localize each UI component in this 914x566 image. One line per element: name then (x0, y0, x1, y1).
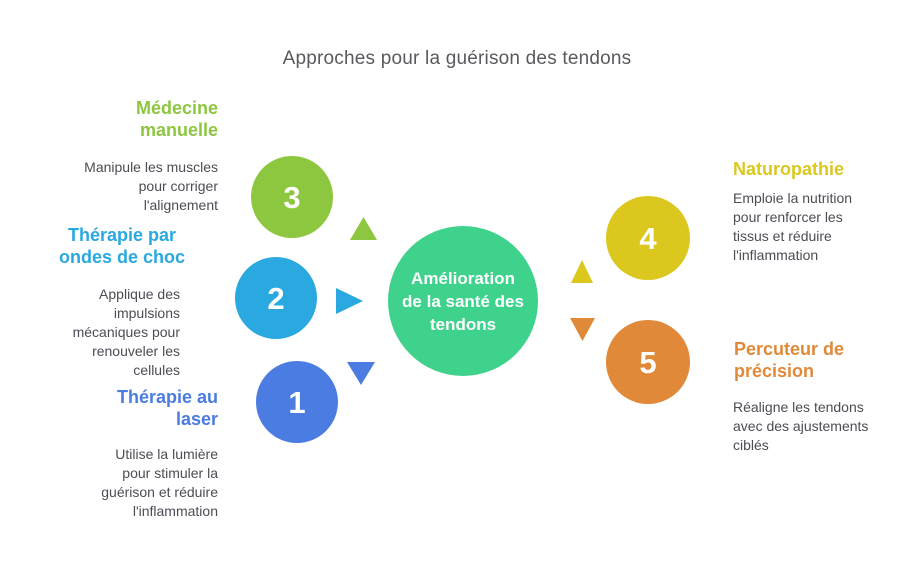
arrow-down-icon (347, 362, 375, 385)
node-4-circle: 4 (606, 196, 690, 280)
node-2-description: Applique des impulsions mécaniques pour … (72, 286, 180, 378)
node-2-heading: Thérapie par ondes de choc (58, 225, 186, 267)
center-circle-label: Amélioration de la santé des tendons (402, 268, 524, 334)
node-2-circle: 2 (235, 257, 317, 339)
node-4-heading: Naturopathie (733, 159, 845, 179)
node-4-description: Emploie la nutrition pour renforcer les … (733, 190, 853, 263)
node-5-description: Réaligne les tendons avec des ajustement… (733, 399, 869, 453)
node-1-heading: Thérapie au laser (116, 387, 218, 429)
node-3-circle: 3 (251, 156, 333, 238)
node-3-heading: Médecine manuelle (135, 98, 218, 140)
node-3-description: Manipule les muscles pour corriger l'ali… (84, 159, 218, 213)
arrow-up-icon (571, 260, 593, 283)
page-title: Approches pour la guérison des tendons (282, 48, 632, 69)
arrow-right-icon (336, 288, 363, 314)
node-2-number: 2 (267, 280, 285, 316)
node-5-heading: Percuteur de précision (734, 339, 845, 381)
node-1-circle: 1 (256, 361, 338, 443)
node-1-description: Utilise la lumière pour stimuler la guér… (101, 446, 218, 519)
arrow-down-icon (570, 318, 595, 341)
node-3-number: 3 (283, 179, 301, 215)
node-5-number: 5 (639, 344, 657, 380)
arrow-up-icon (350, 217, 377, 240)
center-circle: Amélioration de la santé des tendons (388, 226, 538, 376)
node-5-circle: 5 (606, 320, 690, 404)
node-4-number: 4 (639, 220, 657, 256)
node-1-number: 1 (288, 384, 306, 420)
